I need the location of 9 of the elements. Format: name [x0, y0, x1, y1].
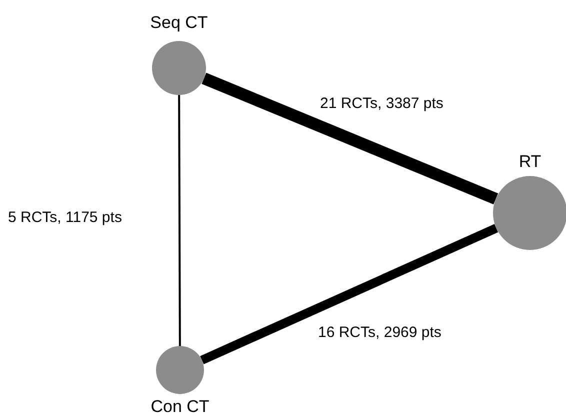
- edge-label: 5 RCTs, 1175 pts: [8, 209, 122, 226]
- node-label: RT: [518, 152, 542, 172]
- edge-line: [178, 95, 181, 346]
- edge-line: [202, 72, 498, 204]
- node-label: Seq CT: [150, 13, 208, 33]
- edge-label: 21 RCTs, 3387 pts: [320, 95, 444, 112]
- edge-label: 16 RCTs, 2969 pts: [318, 324, 442, 341]
- edge-line: [200, 224, 498, 364]
- node-label: Con CT: [150, 397, 210, 417]
